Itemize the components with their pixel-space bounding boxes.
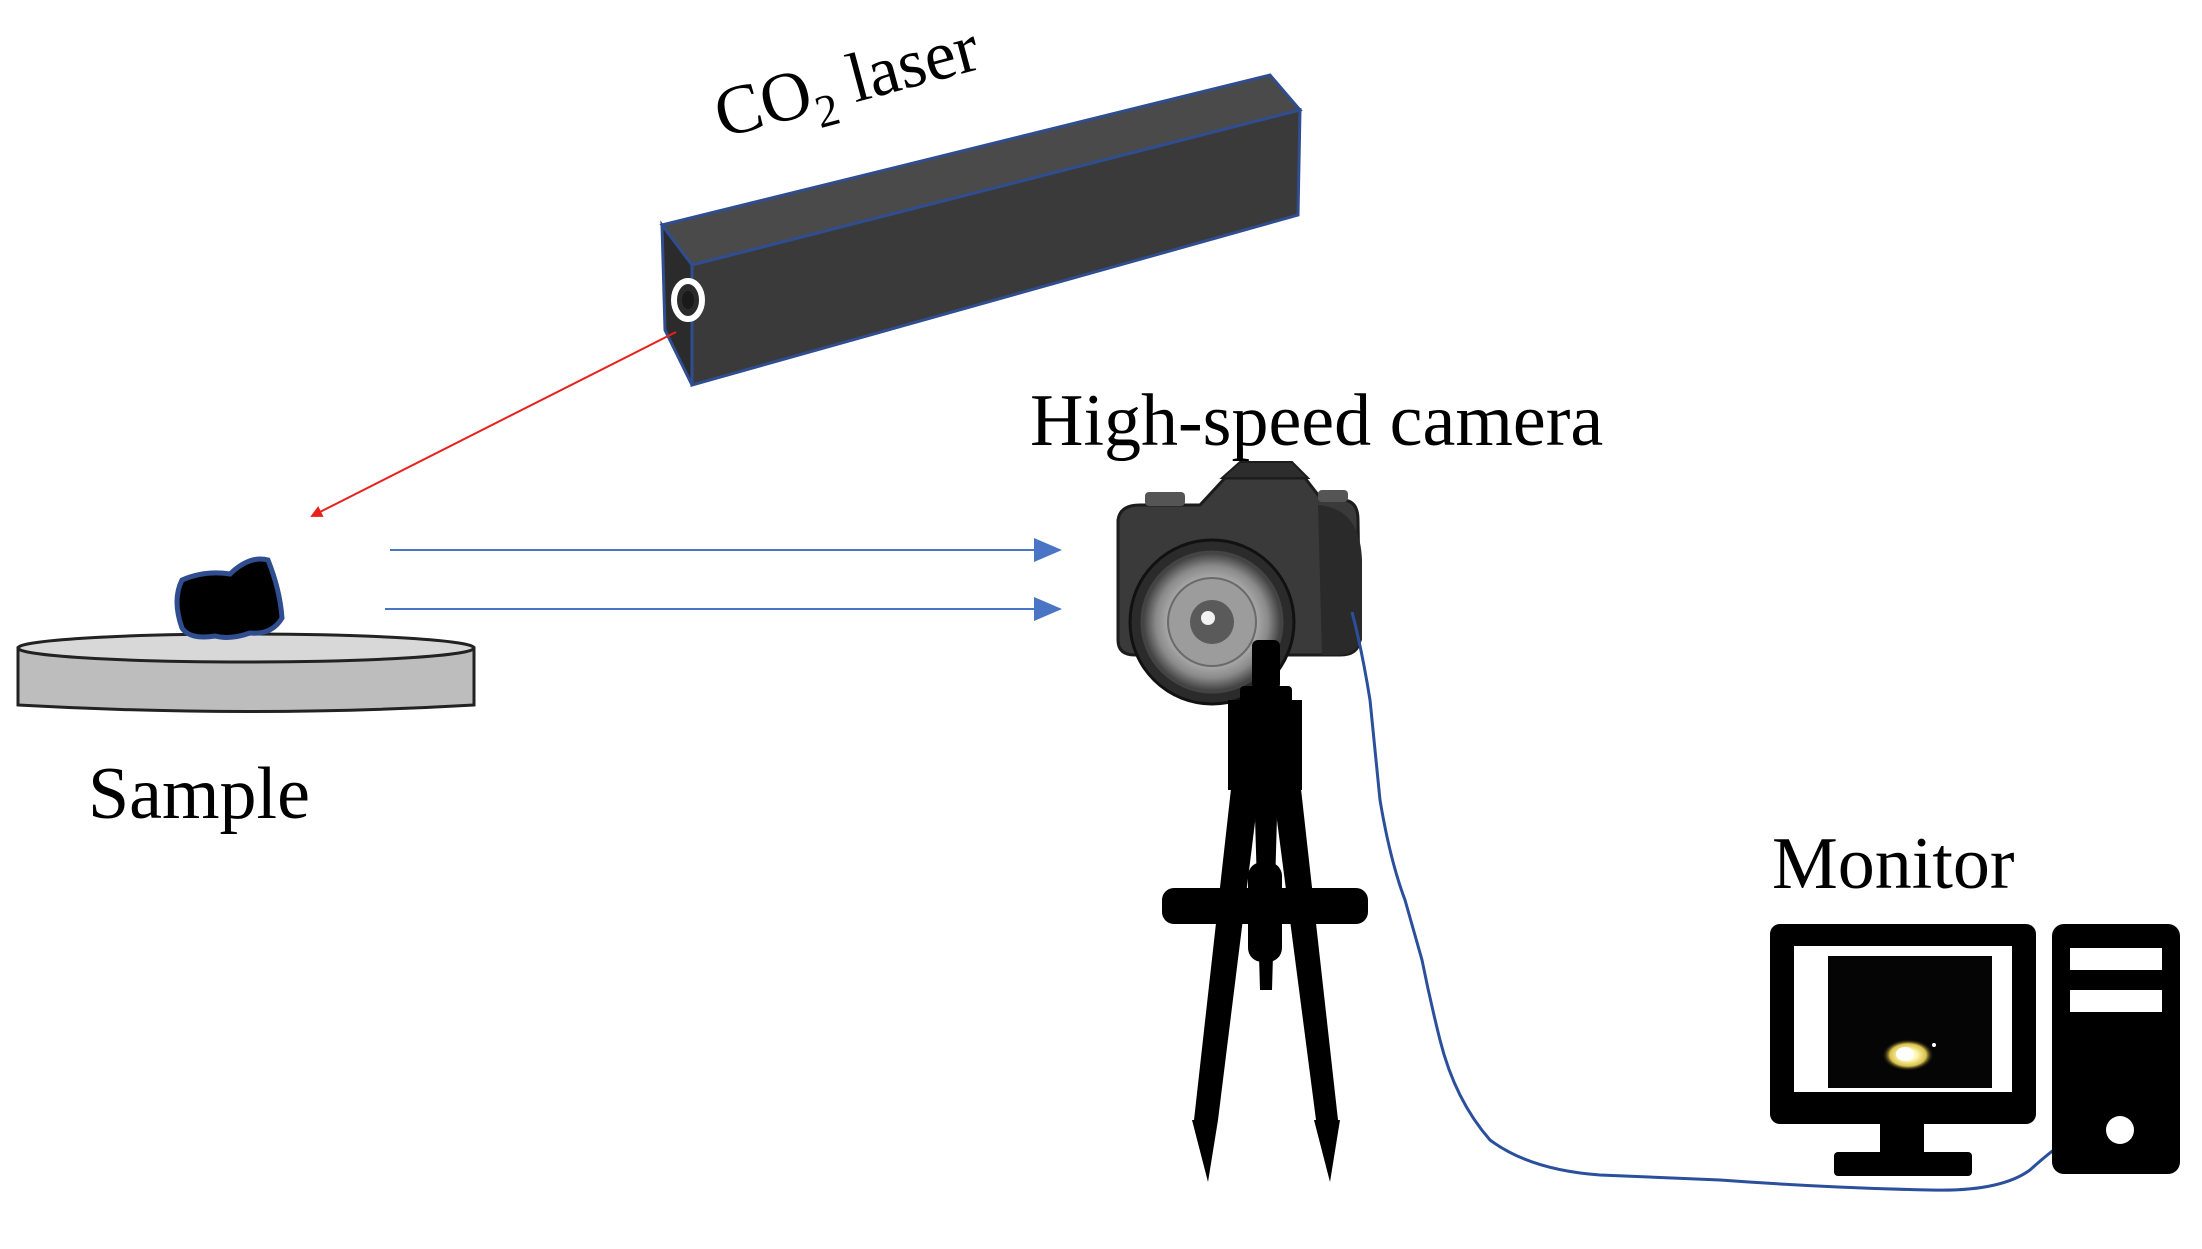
data-cable bbox=[1350, 611, 2111, 1192]
dslr-camera-icon bbox=[1116, 461, 1362, 706]
tripod-icon bbox=[1162, 640, 1368, 1182]
desktop-computer-icon bbox=[1770, 924, 2180, 1176]
laser-beam bbox=[310, 331, 677, 517]
computer-tower bbox=[2052, 924, 2180, 1174]
laser-aperture-icon bbox=[671, 278, 705, 322]
sample-rock-icon bbox=[174, 556, 285, 640]
stage-top bbox=[16, 632, 476, 664]
laser-label: CO2 laser bbox=[706, 9, 989, 163]
stage-side bbox=[16, 646, 476, 713]
power-button-icon bbox=[2106, 1116, 2134, 1144]
co2-laser bbox=[659, 73, 1303, 387]
sample-stage bbox=[16, 632, 476, 713]
camera-label: High-speed camera bbox=[1030, 380, 1603, 462]
monitor-label: Monitor bbox=[1772, 823, 2015, 905]
sample-label: Sample bbox=[88, 753, 310, 835]
